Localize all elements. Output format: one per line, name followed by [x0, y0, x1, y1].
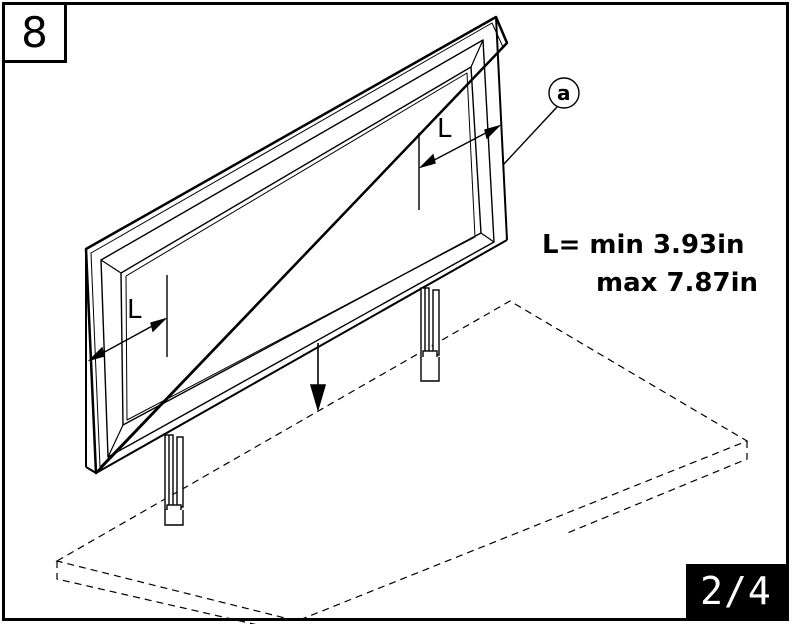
dimension-label-right: L: [437, 114, 452, 144]
dimension-label-left: L: [127, 295, 142, 325]
left-leg: [164, 434, 184, 526]
callout-letter: a: [557, 81, 571, 105]
page-indicator: 2/4: [686, 564, 786, 618]
floor-outline: [55, 300, 749, 624]
down-arrow-icon: [309, 343, 327, 412]
instruction-frame: L L a 8 L= min 3.93in max 7.87in 2/4: [2, 2, 789, 624]
callout-a: [502, 77, 580, 166]
step-number: 8: [5, 5, 67, 63]
dimension-spec-min: L= min 3.93in: [542, 230, 745, 260]
headboard-panel: [84, 15, 509, 475]
dimension-spec-max: max 7.87in: [596, 268, 759, 298]
right-leg: [420, 287, 440, 382]
assembly-drawing: L L a: [55, 15, 749, 624]
dimension-right: [418, 124, 502, 210]
dimension-left: [87, 275, 168, 362]
